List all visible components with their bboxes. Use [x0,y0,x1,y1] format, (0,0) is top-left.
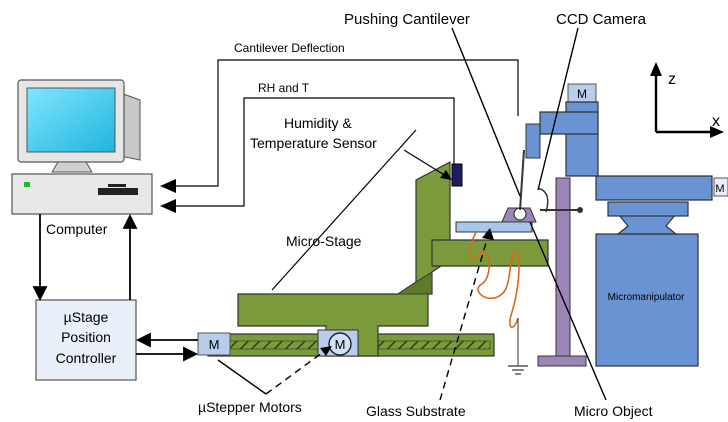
controller-motor-arrows [135,332,199,362]
horizontal-arm [539,111,599,135]
glass-substrate [455,221,533,233]
micro-object-leader [529,221,607,401]
controller-label-line2: Position [61,329,111,345]
micro-stage-leader [271,129,417,291]
cantilever-holder [525,123,541,159]
humidity-label-line2: Temperature Sensor [250,135,377,151]
sensor-wire [468,231,520,328]
micro-stage-side [396,271,433,295]
humidity-temperature-sensor [451,163,463,187]
monitor-screen [26,87,116,153]
micro-object-label: Micro Object [574,403,653,419]
computer-icon [11,79,153,215]
svg-text:M: M [335,337,346,352]
ccd-camera-lens [537,187,549,213]
computer-label: Computer [46,221,108,237]
micromanipulator-label: Micromanipulator [608,292,685,303]
stepper-motors-leader-left [217,359,267,395]
stage-motor-icon: M [317,329,359,357]
humidity-sensor-arrowhead [440,170,452,180]
rh-and-t-arrowhead [160,199,176,213]
computer-controller-arrows [32,213,138,302]
pushing-cantilever-leader [451,27,521,197]
humidity-label-line1: Humidity & [284,115,352,131]
ccd-camera-leader [537,27,579,191]
cantilever-deflection-arrowhead [160,179,176,193]
humidity-sensor-leader [403,149,447,177]
axes-icon [650,62,724,138]
stepper-motors-label: µStepper Motors [198,399,302,415]
power-led [24,182,30,187]
stepper-motors-arrowhead [320,346,332,356]
disk-drive [98,188,138,195]
rh-and-t-label: RH and T [258,81,310,95]
axis-x-label: x [712,113,720,130]
camera-stand-base [537,355,587,367]
vertical-motor-icon: M [567,83,597,103]
axis-z-label: z [668,71,676,88]
ground-icon [508,365,528,375]
glass-substrate-arrowhead [482,228,494,240]
camera-stand-pole [555,177,571,363]
sample-stage-platform [431,239,549,267]
monitor-stand [51,161,93,173]
cantilever-deflection-label: Cantilever Deflection [234,41,345,55]
controller-label-line1: µStage [64,309,109,325]
drive-slot [108,184,126,187]
micro-stage [237,161,451,357]
pushing-cantilever [519,149,525,211]
ccd-camera-label: CCD Camera [556,11,647,28]
svg-text:M: M [209,337,220,352]
svg-text:M: M [577,87,587,101]
rail-motor-icon: M [197,332,231,356]
pushing-cantilever-label: Pushing Cantilever [344,11,470,28]
glass-substrate-label: Glass Substrate [366,403,466,419]
rh-and-t-line [172,97,455,207]
camera-stand-knob [577,207,583,213]
stepper-motors-leader-right [265,349,327,395]
svg-text:M: M [715,183,724,195]
controller-label-line3: Controller [56,350,117,366]
micromanipulator [539,101,713,367]
glass-substrate-leader [439,235,489,401]
micro-stage-label: Micro-Stage [286,233,362,249]
side-motor-icon: M [713,177,728,197]
cantilever-deflection-line [172,59,519,187]
